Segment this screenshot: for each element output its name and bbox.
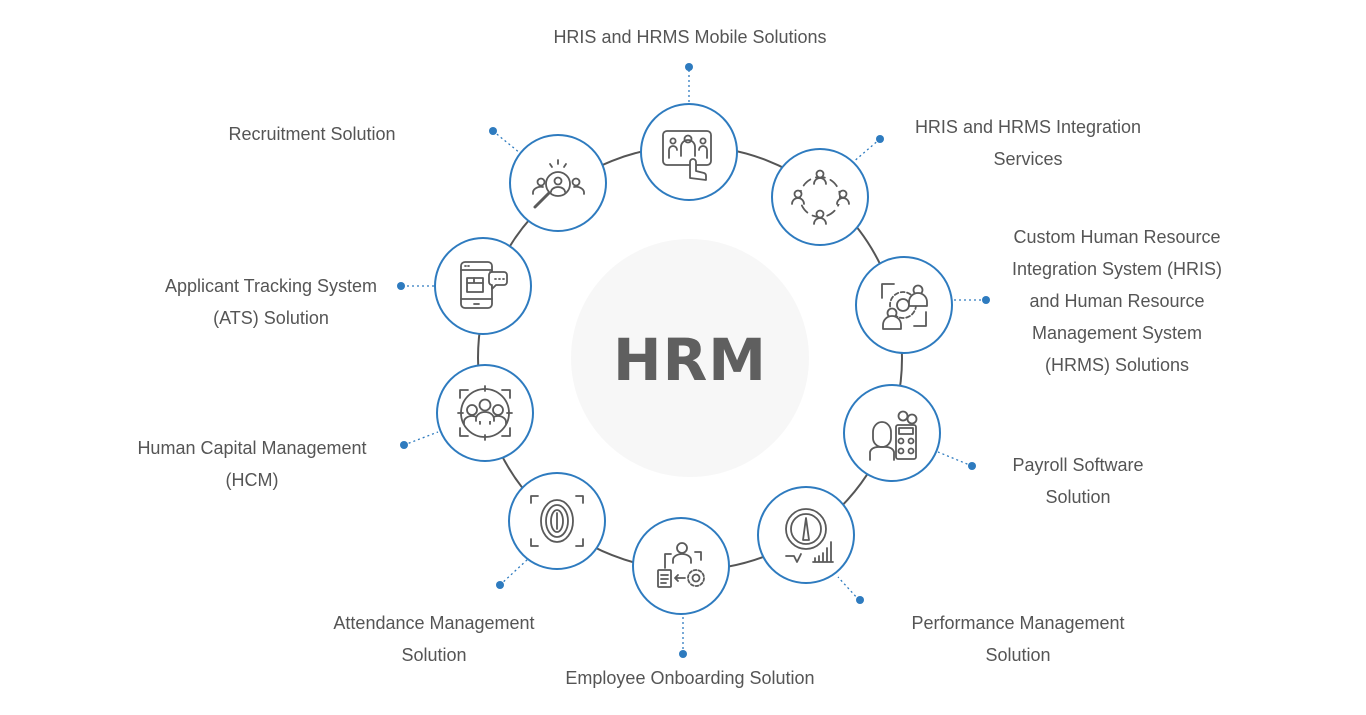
gauge-bar-chart-icon <box>785 508 834 563</box>
gear-people-management-icon <box>881 283 928 330</box>
label-hcm: Human Capital Management (HCM) <box>137 438 367 490</box>
node-hcm[interactable] <box>436 364 534 462</box>
node-recruitment[interactable] <box>509 134 607 232</box>
person-document-gear-cycle-icon <box>657 542 705 588</box>
target-group-people-icon <box>457 385 513 441</box>
node-ats[interactable] <box>434 237 532 335</box>
label-mobile: HRIS and HRMS Mobile Solutions <box>553 27 827 47</box>
node-attendance[interactable] <box>508 472 606 570</box>
label-onboarding: Employee Onboarding Solution <box>565 668 815 688</box>
node-mobile[interactable] <box>640 103 738 201</box>
label-payroll: Payroll Software Solution <box>1012 455 1144 507</box>
label-recruitment: Recruitment Solution <box>228 124 396 144</box>
node-payroll[interactable] <box>843 384 941 482</box>
node-custom[interactable] <box>855 256 953 354</box>
node-integration[interactable] <box>771 148 869 246</box>
label-ats: Applicant Tracking System (ATS) Solution <box>164 276 378 328</box>
woman-calculator-dollar-icon <box>869 410 918 461</box>
connector-dots <box>397 63 990 658</box>
node-performance[interactable] <box>757 486 855 584</box>
label-custom: Custom Human Resource Integration System… <box>1011 227 1223 375</box>
connected-people-circle-icon <box>791 169 850 225</box>
magnifier-people-search-icon <box>532 159 585 209</box>
tablet-touch-people-icon <box>662 130 712 181</box>
center-circle <box>571 239 809 477</box>
label-integration: HRIS and HRMS Integration Services <box>914 117 1142 169</box>
label-performance: Performance Management Solution <box>911 613 1125 665</box>
label-attendance: Attendance Management Solution <box>333 613 535 665</box>
center-title: HRM <box>613 326 767 394</box>
connectors <box>402 70 986 654</box>
fingerprint-scan-icon <box>530 495 584 547</box>
node-onboarding[interactable] <box>632 517 730 615</box>
smartphone-package-chat-icon <box>460 261 508 309</box>
